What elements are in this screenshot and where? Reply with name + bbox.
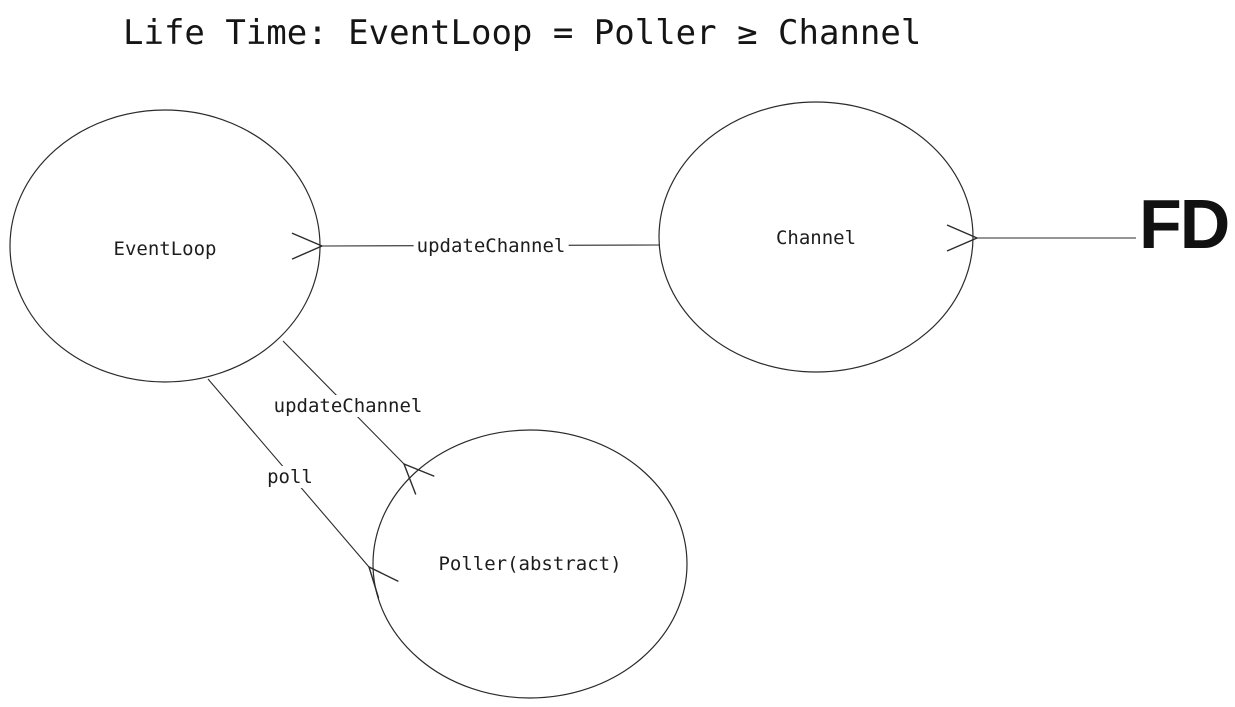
node-channel-label: Channel	[775, 227, 857, 249]
node-poller-ellipse	[372, 429, 688, 699]
edge-label-updatechannel-diagonal: updateChannel	[270, 395, 426, 417]
diagram-title: Life Time: EventLoop = Poller ≥ Channel	[123, 13, 922, 53]
fd-source-label: FD	[1139, 185, 1230, 263]
edge-label-poll: poll	[264, 466, 316, 488]
edge-label-updatechannel-horizontal: updateChannel	[413, 235, 569, 257]
node-poller-label: Poller(abstract)	[438, 553, 622, 575]
node-eventloop-label: EventLoop	[113, 238, 217, 260]
